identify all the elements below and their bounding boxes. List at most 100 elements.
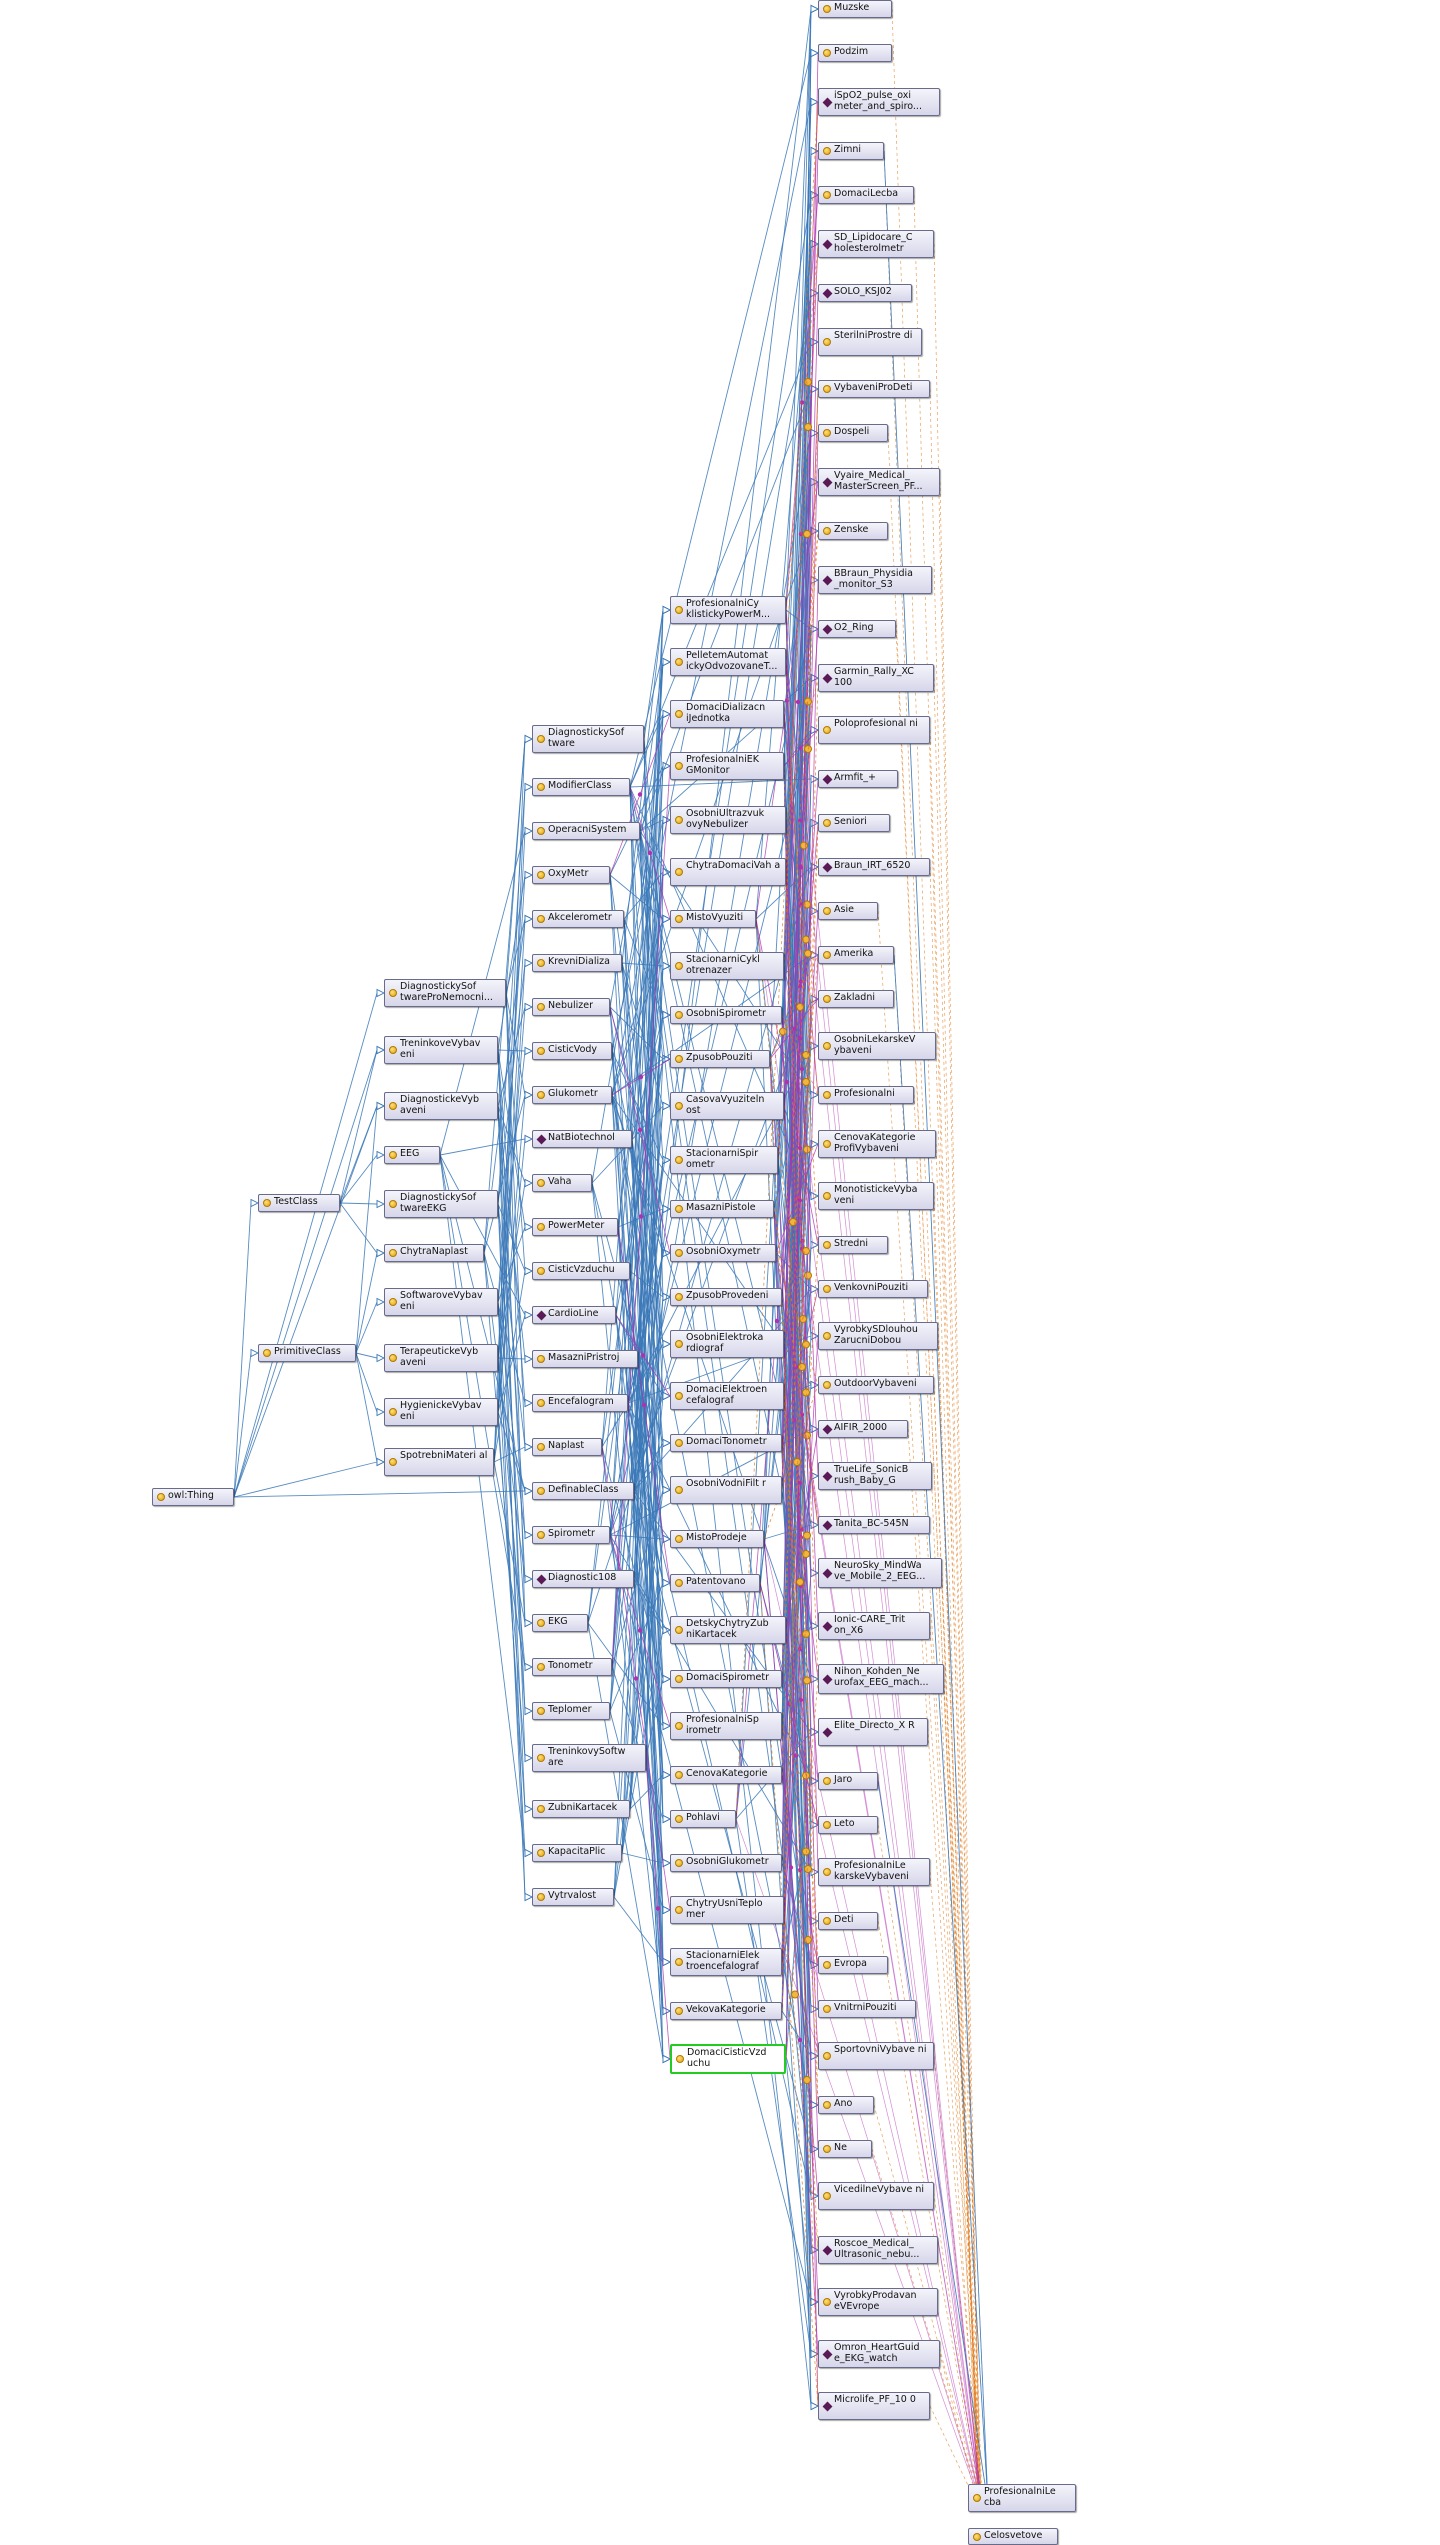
node-profesionalnispirometr[interactable]: ProfesionalniSp irometr bbox=[670, 1712, 782, 1740]
node-masaznipristroj[interactable]: MasazniPristroj bbox=[532, 1350, 638, 1368]
node-spotrebnimaterial[interactable]: SpotrebniMateri al bbox=[384, 1448, 494, 1476]
node-encefalogram[interactable]: Encefalogram bbox=[532, 1394, 628, 1412]
node-krevnidializa[interactable]: KrevniDializa bbox=[532, 954, 622, 972]
node-casovavyuzitelnost[interactable]: CasovaVyuziteln ost bbox=[670, 1092, 784, 1120]
node-akcelerometr[interactable]: Akcelerometr bbox=[532, 910, 624, 928]
node-chytranaplast[interactable]: ChytraNaplast bbox=[384, 1244, 484, 1262]
node-chytryusniteplomer[interactable]: ChytryUsniTeplo mer bbox=[670, 1896, 784, 1924]
node-glukometr[interactable]: Glukometr bbox=[532, 1086, 612, 1104]
node-diagnostic108[interactable]: Diagnostic108 bbox=[532, 1570, 634, 1588]
node-vekovakategorie[interactable]: VekovaKategorie bbox=[670, 2002, 782, 2020]
node-zakladni[interactable]: Zakladni bbox=[818, 990, 894, 1008]
node-primitiveclass[interactable]: PrimitiveClass bbox=[258, 1344, 356, 1362]
node-leto[interactable]: Leto bbox=[818, 1816, 878, 1834]
node-domacilecba[interactable]: DomaciLecba bbox=[818, 186, 914, 204]
node-ne[interactable]: Ne bbox=[818, 2140, 872, 2158]
node-terapeutickevybaveni[interactable]: TerapeutickeVyb aveni bbox=[384, 1344, 498, 1372]
node-ekg[interactable]: EKG bbox=[532, 1614, 588, 1632]
node-ano[interactable]: Ano bbox=[818, 2096, 874, 2114]
node-vnitrnipouziti[interactable]: VnitrniPouziti bbox=[818, 2000, 916, 2018]
node-detskychytryzubnikartacek[interactable]: DetskyChytryZub niKartacek bbox=[670, 1616, 786, 1644]
node-stredni[interactable]: Stredni bbox=[818, 1236, 888, 1254]
node-asie[interactable]: Asie bbox=[818, 902, 878, 920]
node-vyrobkysdlouhouzarucni[interactable]: VyrobkySDlouhou ZarucniDobou bbox=[818, 1322, 938, 1350]
node-ionic[interactable]: Ionic-CARE_Trit on_X6 bbox=[818, 1612, 930, 1640]
node-kapacitaplic[interactable]: KapacitaPlic bbox=[532, 1844, 622, 1862]
node-amerika[interactable]: Amerika bbox=[818, 946, 894, 964]
node-treninkovysoftware[interactable]: TreninkovySoftw are bbox=[532, 1744, 646, 1772]
node-omron[interactable]: Omron_HeartGuid e_EKG_watch bbox=[818, 2340, 940, 2368]
node-sd-lipidocare[interactable]: SD_Lipidocare_C holesterolmetr bbox=[818, 230, 934, 258]
node-domacispirometr[interactable]: DomaciSpirometr bbox=[670, 1670, 782, 1688]
node-zpusobpouziti[interactable]: ZpusobPouziti bbox=[670, 1050, 770, 1068]
node-osobniglukometr[interactable]: OsobniGlukometr bbox=[670, 1854, 782, 1872]
node-vyaire[interactable]: Vyaire_Medical_ MasterScreen_PF... bbox=[818, 468, 940, 496]
node-celosvetove[interactable]: Celosvetove bbox=[968, 2528, 1058, 2545]
node-osobnivodnifiltr[interactable]: OsobniVodniFilt r bbox=[670, 1476, 782, 1504]
node-poloprofesionalni[interactable]: Poloprofesional ni bbox=[818, 716, 930, 744]
node-zenske[interactable]: Zenske bbox=[818, 522, 888, 540]
node-braun-irt[interactable]: Braun_IRT_6520 bbox=[818, 858, 930, 876]
node-teplomer[interactable]: Teplomer bbox=[532, 1702, 610, 1720]
node-seniori[interactable]: Seniori bbox=[818, 814, 890, 832]
node-bbraun[interactable]: BBraun_Physidia _monitor_S3 bbox=[818, 566, 932, 594]
node-osobniultrazvukovynebulizer[interactable]: OsobniUltrazvuk ovyNebulizer bbox=[670, 806, 786, 834]
node-powermeter[interactable]: PowerMeter bbox=[532, 1218, 618, 1236]
node-dospeli[interactable]: Dospeli bbox=[818, 424, 888, 442]
node-sterilniprostredi[interactable]: SterilniProstre di bbox=[818, 328, 922, 356]
node-zubnikartacek[interactable]: ZubniKartacek bbox=[532, 1800, 630, 1818]
node-naplast[interactable]: Naplast bbox=[532, 1438, 602, 1456]
node-cisticvzduchu[interactable]: CisticVzduchu bbox=[532, 1262, 630, 1280]
node-osobnioxymetr[interactable]: OsobniOxymetr bbox=[670, 1244, 776, 1262]
node-hygienickevybaveni[interactable]: HygienickeVybav eni bbox=[384, 1398, 498, 1426]
node-podzim[interactable]: Podzim bbox=[818, 44, 892, 62]
node-cisticvody[interactable]: CisticVody bbox=[532, 1042, 612, 1060]
node-neurosky[interactable]: NeuroSky_MindWa ve_Mobile_2_EEG... bbox=[818, 1558, 942, 1588]
node-profesionalniekgmonitor[interactable]: ProfesionalniEK GMonitor bbox=[670, 752, 784, 780]
node-tonometr[interactable]: Tonometr bbox=[532, 1658, 612, 1676]
node-testclass[interactable]: TestClass bbox=[258, 1194, 340, 1212]
node-cenovakategorieprofi[interactable]: CenovaKategorie ProfiVybaveni bbox=[818, 1130, 936, 1158]
node-osobnispirometr[interactable]: OsobniSpirometr bbox=[670, 1006, 782, 1024]
node-outdoorvybaveni[interactable]: OutdoorVybaveni bbox=[818, 1376, 934, 1394]
node-nihon[interactable]: Nihon_Kohden_Ne urofax_EEG_mach... bbox=[818, 1664, 944, 1694]
node-profesionalnilecba[interactable]: ProfesionalniLe cba bbox=[968, 2484, 1076, 2512]
node-sportovnivybaveni[interactable]: SportovniVybave ni bbox=[818, 2042, 934, 2070]
node-nebulizer[interactable]: Nebulizer bbox=[532, 998, 610, 1016]
node-vybaveniprodeti[interactable]: VybaveniProDeti bbox=[818, 380, 930, 398]
node-cardioline[interactable]: CardioLine bbox=[532, 1306, 616, 1324]
node-zimni[interactable]: Zimni bbox=[818, 142, 884, 160]
node-pelletemautomatickyodvozovane[interactable]: PelletemAutomat ickyOdvozovaneT... bbox=[670, 648, 786, 676]
node-diagnostickysoftware[interactable]: DiagnostickySof tware bbox=[532, 725, 644, 753]
node-definableclass[interactable]: DefinableClass bbox=[532, 1482, 634, 1500]
node-natbiotechnol[interactable]: NatBiotechnol bbox=[532, 1130, 632, 1148]
node-softwarovevybaveni[interactable]: SoftwaroveVybav eni bbox=[384, 1288, 498, 1316]
node-roscoe[interactable]: Roscoe_Medical_ Ultrasonic_nebu... bbox=[818, 2236, 938, 2264]
node-stacionarnielektroencefalograf[interactable]: StacionarniElek troencefalograf bbox=[670, 1948, 782, 1976]
node-venkovnipouziti[interactable]: VenkovniPouziti bbox=[818, 1280, 928, 1298]
node-o2-ring[interactable]: O2_Ring bbox=[818, 620, 896, 638]
node-cenovakategorie[interactable]: CenovaKategorie bbox=[670, 1766, 782, 1784]
node-domacielektroencefalograf[interactable]: DomaciElektroen cefalograf bbox=[670, 1382, 784, 1410]
node-monotistickevybaveni[interactable]: MonotistickeVyba veni bbox=[818, 1182, 934, 1210]
node-mistoprodeje[interactable]: MistoProdeje bbox=[670, 1530, 764, 1548]
node-domacitonometr[interactable]: DomaciTonometr bbox=[670, 1434, 782, 1452]
node-profesionalnilekarske[interactable]: ProfesionalniLe karskeVybaveni bbox=[818, 1858, 930, 1886]
node-patentovano[interactable]: Patentovano bbox=[670, 1574, 760, 1592]
node-spirometr[interactable]: Spirometr bbox=[532, 1526, 610, 1544]
node-masaznipistole[interactable]: MasazniPistole bbox=[670, 1200, 774, 1218]
node-vaha[interactable]: Vaha bbox=[532, 1174, 592, 1192]
node-profesionalni[interactable]: Profesionalni bbox=[818, 1086, 914, 1104]
node-stacionarnicyklotrenazer[interactable]: StacionarniCykl otrenazer bbox=[670, 952, 784, 980]
node-garmin[interactable]: Garmin_Rally_XC 100 bbox=[818, 664, 934, 692]
node-pohlavi[interactable]: Pohlavi bbox=[670, 1810, 736, 1828]
node-oxymetr[interactable]: OxyMetr bbox=[532, 866, 610, 884]
node-owl-thing[interactable]: owl:Thing bbox=[152, 1488, 234, 1506]
node-mistovyuziti[interactable]: MistoVyuziti bbox=[670, 910, 756, 928]
node-muzske[interactable]: Muzske bbox=[818, 0, 892, 18]
node-jaro[interactable]: Jaro bbox=[818, 1772, 878, 1790]
node-truelife[interactable]: TrueLife_SonicB rush_Baby_G bbox=[818, 1462, 932, 1490]
node-vytrvalost[interactable]: Vytrvalost bbox=[532, 1888, 614, 1906]
node-diagnostickysoftwarepronemocnice[interactable]: DiagnostickySof twareProNemocni... bbox=[384, 979, 506, 1007]
node-diagnostickevybaveni[interactable]: DiagnostickeVyb aveni bbox=[384, 1092, 498, 1120]
